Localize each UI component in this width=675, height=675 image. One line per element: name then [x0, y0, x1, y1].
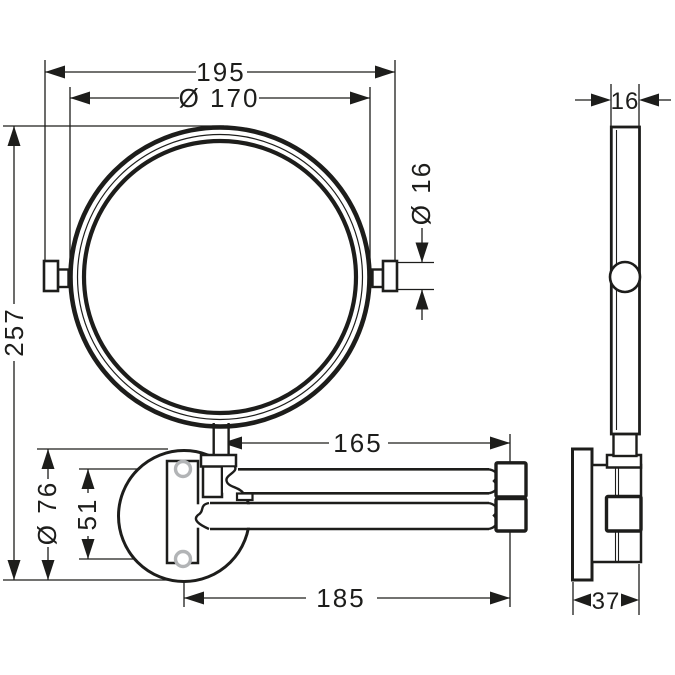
swivel-arm-upper — [223, 465, 499, 495]
arrow-up-icon — [7, 126, 21, 146]
pivot-knob-left — [42, 259, 70, 293]
dim-label-profile-width: 16 — [611, 88, 640, 115]
dim-label-knob-diameter: Ø 16 — [406, 161, 436, 225]
arrow-right-icon — [621, 593, 639, 607]
arrow-right-icon — [490, 591, 510, 605]
dim-label-wall-plate-depth: 37 — [592, 588, 621, 615]
arm-neck-left — [225, 465, 245, 495]
mirror-glass — [81, 138, 359, 416]
dim-overall-height: 257 — [0, 125, 224, 581]
arrow-up-icon — [81, 469, 95, 489]
arrow-right-icon — [350, 91, 370, 105]
pivot-circle-side — [608, 260, 642, 294]
dim-label-wall-plate-diameter: Ø 76 — [32, 481, 62, 545]
mirror-mid-ring — [76, 133, 364, 421]
dim-arm-length: 185 — [183, 566, 510, 613]
arrow-up-icon — [415, 289, 429, 310]
side-view — [571, 125, 643, 582]
arrow-left-icon — [639, 93, 659, 107]
dim-arm-reach: 165 — [222, 428, 511, 607]
dim-wall-plate-diameter: Ø 76 — [32, 448, 168, 580]
dim-label-mirror-diameter: Ø 170 — [179, 83, 260, 113]
swivel-arm-lower — [194, 501, 499, 531]
mirror-holder-cap — [199, 453, 238, 468]
stem-side — [612, 431, 638, 458]
mirror-face — [68, 125, 372, 429]
dim-label-arm-length: 185 — [316, 583, 365, 613]
dim-label-overall-width: 195 — [196, 57, 245, 87]
dim-label-overall-height: 257 — [0, 307, 29, 356]
front-view — [42, 125, 528, 583]
dim-overall-width: 195 — [44, 57, 396, 261]
dim-profile-width: 16 — [575, 84, 671, 126]
arrow-left-icon — [45, 65, 65, 79]
arrow-down-icon — [81, 539, 95, 559]
dim-screw-spacing: 51 — [72, 468, 173, 560]
dim-wall-plate-depth: 37 — [572, 564, 640, 615]
arm-neck-left — [194, 501, 210, 531]
dim-label-screw-spacing: 51 — [72, 498, 102, 531]
arrow-down-icon — [7, 560, 21, 580]
arrow-left-icon — [573, 593, 591, 607]
dim-label-arm-reach: 165 — [333, 428, 382, 458]
wall-plate-side — [571, 447, 594, 582]
mounting-screw-bottom — [173, 549, 193, 569]
elbow-joint — [494, 461, 528, 533]
mounting-screw-top — [173, 459, 193, 479]
arm-knuckle-side — [604, 494, 643, 533]
arrow-right-icon — [375, 65, 395, 79]
arrow-down-icon — [41, 560, 55, 580]
arrow-left-icon — [70, 91, 90, 105]
dim-mirror-diameter: Ø 170 — [69, 83, 371, 261]
dim-knob-diameter: Ø 16 — [397, 161, 436, 320]
arm-collar-tab — [235, 492, 254, 502]
dimension-layer: 195 Ø 170 257 — [0, 57, 671, 615]
arrow-right-icon — [591, 93, 611, 107]
mirror-bar-side — [608, 125, 642, 436]
arrow-up-icon — [41, 449, 55, 469]
arrow-down-icon — [415, 242, 429, 263]
mirror-outer-ring — [68, 125, 372, 429]
arrow-right-icon — [490, 436, 510, 450]
pivot-knob-right — [371, 259, 399, 293]
arrow-left-icon — [222, 436, 242, 450]
arrow-left-icon — [184, 591, 204, 605]
